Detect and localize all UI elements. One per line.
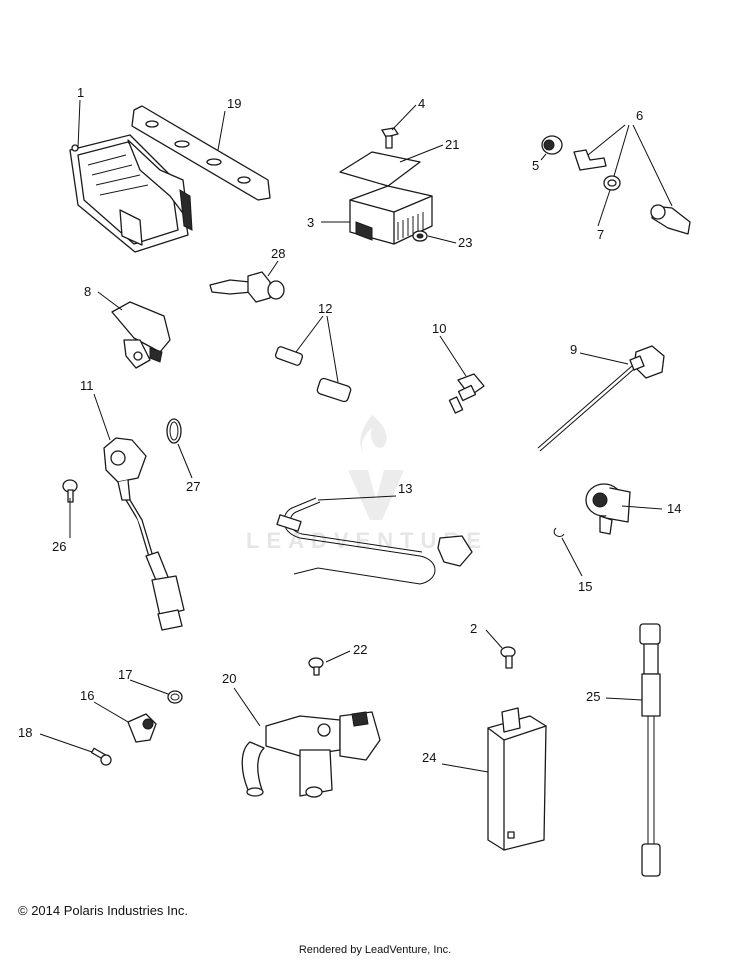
elbow-sensor-16	[127, 713, 157, 743]
bolt-18	[90, 747, 112, 766]
callout-27: 27	[186, 479, 200, 494]
callout-5: 5	[532, 158, 539, 173]
screw-4	[381, 127, 399, 149]
callout-11: 11	[80, 378, 94, 393]
callout-22: 22	[353, 642, 367, 657]
valve-assembly-20	[241, 711, 381, 798]
long-sensor-9	[537, 345, 665, 452]
callout-21: 21	[445, 137, 459, 152]
relay-module	[487, 707, 547, 851]
knock-sensor	[585, 483, 631, 535]
callout-9: 9	[570, 342, 577, 357]
callout-16: 16	[80, 688, 94, 703]
callout-25: 25	[586, 689, 600, 704]
callout-17: 17	[118, 667, 132, 682]
sensor-set-6	[541, 135, 691, 235]
callout-14: 14	[667, 501, 681, 516]
clip-15	[553, 527, 565, 537]
bracket-strip	[131, 105, 271, 201]
callout-2: 2	[470, 621, 477, 636]
ecu-module	[69, 134, 193, 253]
leader-lines	[39, 99, 673, 773]
callout-13: 13	[398, 481, 412, 496]
callout-19: 19	[227, 96, 241, 111]
callout-26: 26	[52, 539, 66, 554]
o2-sensor	[639, 623, 661, 877]
callout-8: 8	[84, 284, 91, 299]
callout-3: 3	[307, 215, 314, 230]
callout-10: 10	[432, 321, 446, 336]
copyright-notice: © 2014 Polaris Industries Inc.	[18, 903, 188, 918]
bolt-22	[308, 657, 324, 676]
grommet-23	[412, 230, 428, 242]
cylinders-12	[274, 346, 352, 403]
callout-7: 7	[597, 227, 604, 242]
wire-harness-13	[276, 497, 473, 585]
map-sensor	[111, 301, 171, 369]
temp-sensor	[448, 373, 485, 414]
callout-24: 24	[422, 750, 436, 765]
callout-4: 4	[418, 96, 425, 111]
callout-labels: 1 2 3 4 5 6 7 8 9 10 11 12 13 14 15 16 1…	[18, 85, 681, 765]
sensor-28	[209, 271, 285, 303]
callout-15: 15	[578, 579, 592, 594]
watermark-logo: LEADVENTURE	[246, 415, 481, 553]
callout-23: 23	[458, 235, 472, 250]
callout-28: 28	[271, 246, 285, 261]
control-module	[349, 185, 433, 245]
sensor-harness-11	[103, 437, 185, 631]
callout-1: 1	[77, 85, 84, 100]
bolt-2	[500, 646, 516, 669]
callout-6: 6	[636, 108, 643, 123]
cover-plate	[339, 151, 421, 187]
callout-12: 12	[318, 301, 332, 316]
callout-18: 18	[18, 725, 32, 740]
o-ring-17	[167, 690, 183, 704]
callout-20: 20	[222, 671, 236, 686]
rendered-by-credit: Rendered by LeadVenture, Inc.	[298, 944, 452, 956]
o-ring-27	[166, 418, 182, 444]
